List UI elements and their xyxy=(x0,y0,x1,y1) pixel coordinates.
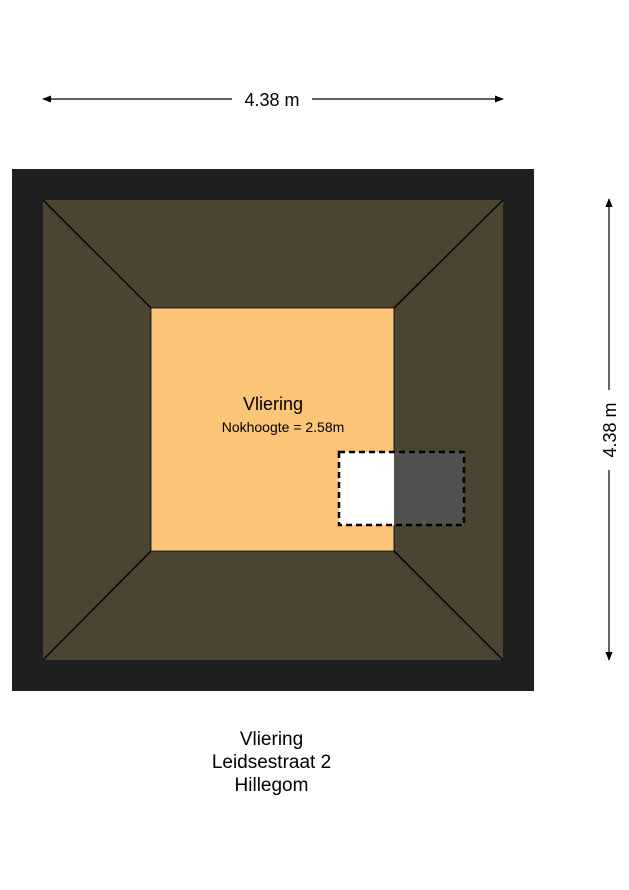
room-ridge-height: Nokhoogte = 2.58m xyxy=(222,419,345,435)
roof-hatch xyxy=(337,450,466,527)
hip-lines xyxy=(42,199,504,661)
caption-city: Hillegom xyxy=(234,775,309,796)
dimension-right-label: 4.38 m xyxy=(600,402,620,457)
dimension-right: 4.38 m xyxy=(600,198,620,661)
caption-street: Leidsestraat 2 xyxy=(211,752,332,773)
roof-hatch-open xyxy=(339,452,394,525)
hip-line-bottom-right xyxy=(393,550,504,661)
hip-line-top-left xyxy=(42,199,152,309)
dimension-top-label: 4.38 m xyxy=(244,90,299,110)
roof-hatch-panel xyxy=(394,452,464,525)
plan-caption: Vliering Leidsestraat 2 Hillegom xyxy=(0,728,543,797)
room-name: Vliering xyxy=(243,394,303,414)
roof-hatch-outline xyxy=(337,450,466,527)
hip-line-bottom-left xyxy=(42,550,152,661)
dimension-top: 4.38 m xyxy=(42,90,504,110)
caption-floor-name: Vliering xyxy=(239,729,304,750)
hip-line-top-right xyxy=(393,199,504,309)
